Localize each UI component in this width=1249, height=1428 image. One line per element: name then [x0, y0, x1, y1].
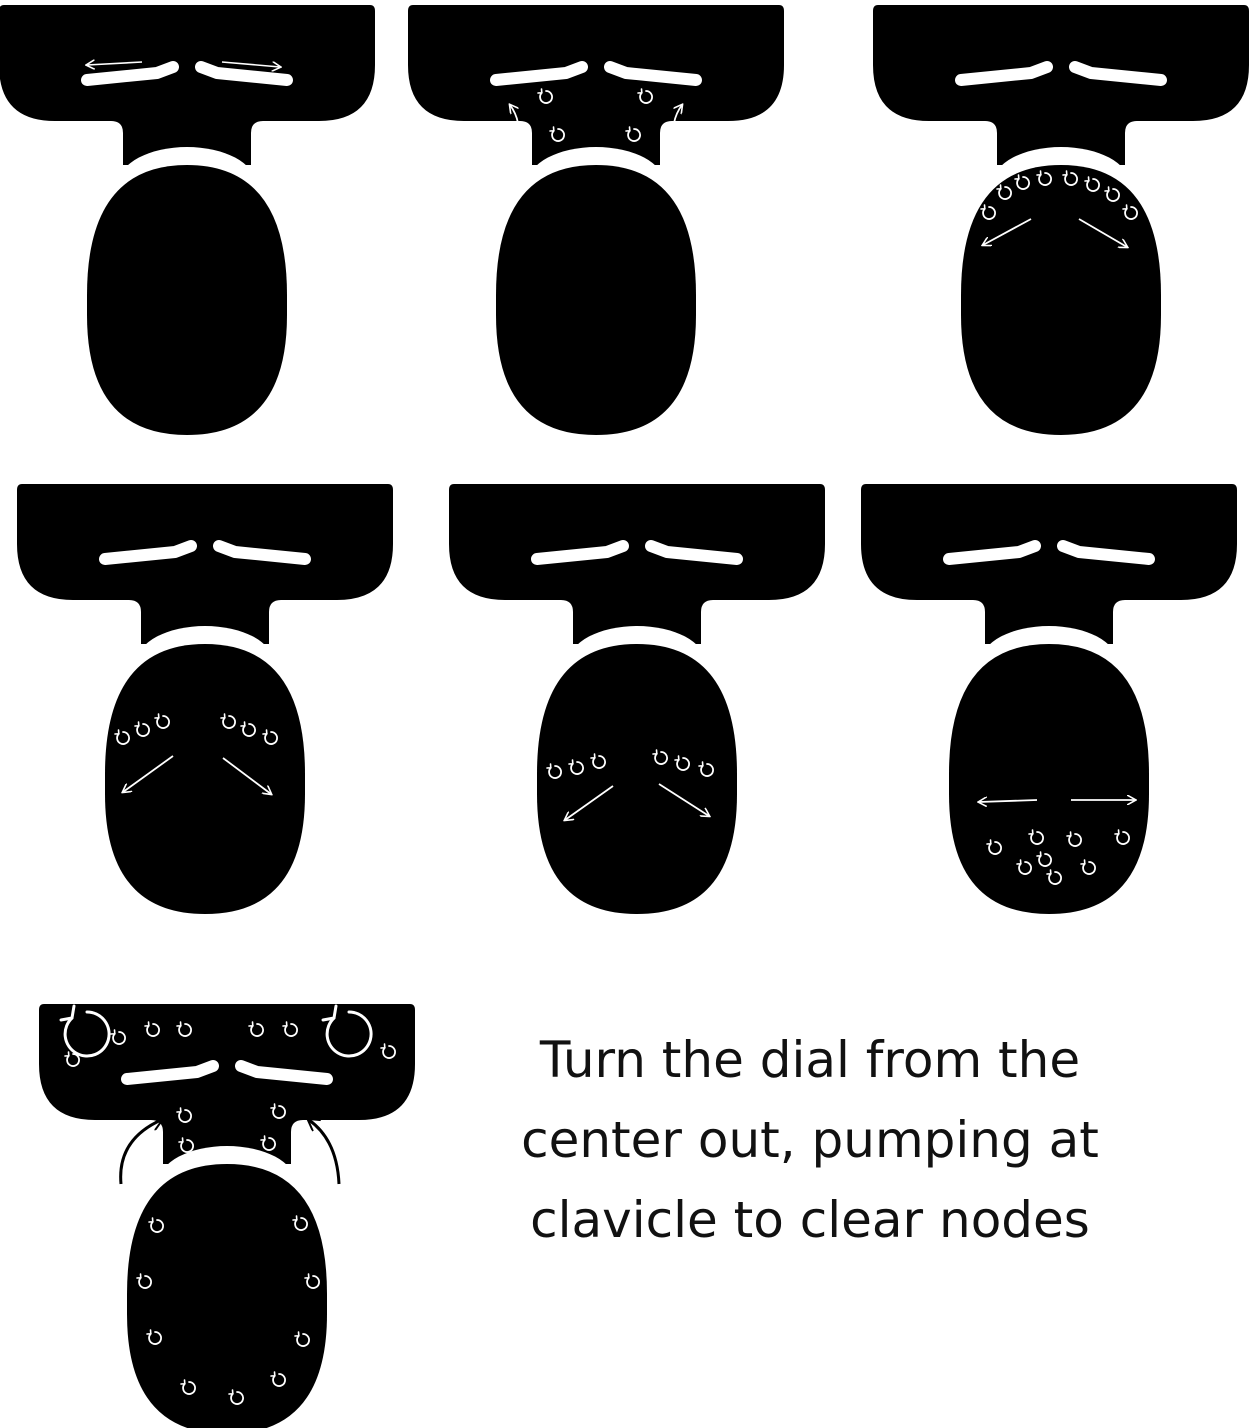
step-7-figure [39, 1004, 415, 1428]
step-3-figure [873, 5, 1249, 435]
caption-line: center out, pumping at [470, 1100, 1150, 1180]
instruction-caption: Turn the dial from the center out, pumpi… [470, 1020, 1150, 1260]
step-6-figure [861, 484, 1237, 914]
caption-line: Turn the dial from the [470, 1020, 1150, 1100]
caption-line: clavicle to clear nodes [470, 1180, 1150, 1260]
step-4-figure [17, 484, 393, 914]
curved-arrow-icon [309, 1120, 339, 1184]
step-2-figure [408, 5, 784, 435]
step-1-figure [0, 5, 375, 435]
curved-arrow-icon [121, 1120, 161, 1184]
step-5-figure [449, 484, 825, 914]
